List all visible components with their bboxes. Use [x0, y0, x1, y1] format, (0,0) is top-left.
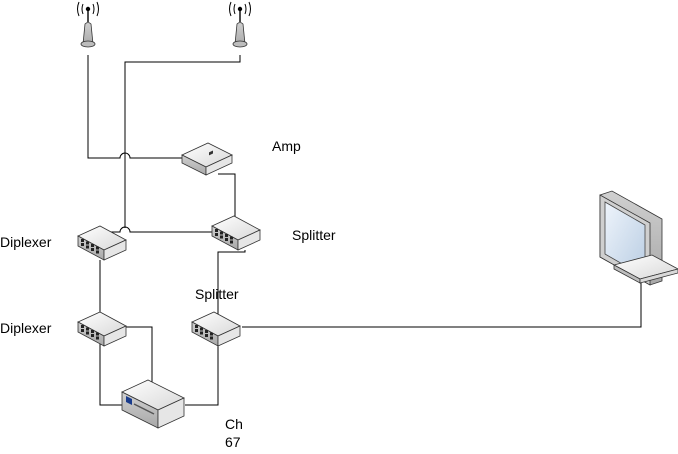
antenna-icon	[228, 1, 252, 48]
tuner-label-line1: Ch	[225, 416, 243, 432]
amp-label: Amp	[272, 138, 301, 154]
hub-icon	[77, 311, 127, 347]
antenna-icon	[76, 1, 100, 48]
splitter-label: Splitter	[292, 227, 336, 243]
hub-icon	[77, 225, 127, 261]
hub-icon	[191, 311, 241, 347]
splitter-label: Splitter	[195, 286, 239, 302]
tuner-label-line2: 67	[225, 434, 241, 450]
diplexer-label: Diplexer	[0, 320, 52, 336]
monitor-icon	[599, 190, 678, 286]
receiver-icon	[121, 379, 185, 429]
wires	[87, 55, 642, 406]
diplexer-label: Diplexer	[0, 234, 52, 250]
hub-icon	[211, 215, 261, 251]
amplifier-icon	[181, 142, 233, 176]
